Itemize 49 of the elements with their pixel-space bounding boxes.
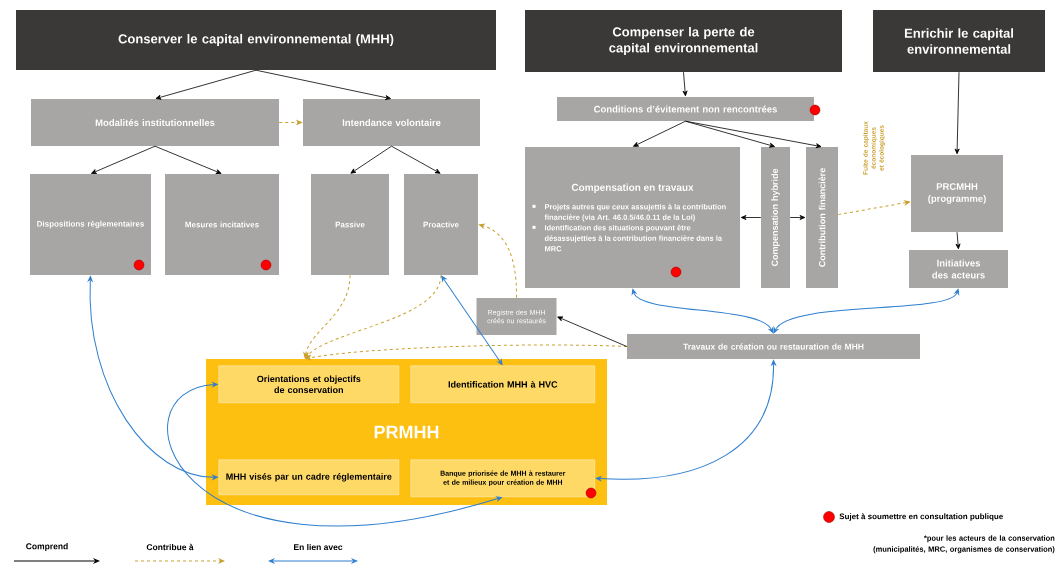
- process-box: Modalités institutionnelles: [31, 99, 279, 146]
- connector-arrow: [837, 200, 911, 216]
- connector-arrow: [682, 71, 688, 97]
- connector-arrow: [155, 69, 257, 100]
- legend-label: En lien avec: [294, 543, 343, 551]
- connector-arrow: [441, 275, 503, 366]
- connector-arrow: [168, 382, 503, 527]
- process-box: Proactive: [404, 174, 478, 275]
- process-box: Conditions d’évitement non rencontrées: [557, 97, 814, 121]
- connector-arrow: [740, 215, 762, 220]
- heading-box: Enrichir le capital environnemental: [873, 10, 1045, 72]
- process-box: Initiatives des acteurs: [909, 250, 1008, 288]
- connector-arrow: [278, 120, 303, 125]
- connector-arrow: [954, 71, 960, 155]
- program-item-box: Orientations et objectifs de conservation: [218, 365, 399, 403]
- connector-arrow: [305, 344, 628, 361]
- process-box: Mesures incitatives: [165, 174, 279, 275]
- process-box: Passive: [311, 174, 389, 275]
- connector-arrow: [595, 359, 776, 481]
- connector-arrow: [305, 274, 442, 359]
- process-box: Dispositions règlementaires: [30, 174, 151, 275]
- connector-arrow: [557, 316, 628, 347]
- heading-box: Compenser la perte de capital environnemental: [525, 10, 842, 72]
- legend-label: Contribue à: [146, 543, 194, 551]
- connector-arrow: [478, 223, 517, 299]
- process-box: Travaux de création ou restauration de MHH: [627, 334, 920, 359]
- connector-arrow: [685, 120, 775, 148]
- process-box: PRCMHH (programme): [911, 155, 1003, 232]
- process-box: Intendance volontaire: [303, 99, 480, 146]
- connector-arrow: [255, 69, 391, 101]
- heading-box: Conserver le capital environnemental (MHH): [16, 10, 496, 70]
- connector-arrow: [91, 145, 156, 174]
- connector-arrow: [154, 145, 222, 174]
- connector-arrow: [303, 274, 351, 359]
- program-item-box: Identification MHH à HVC: [410, 365, 595, 403]
- process-box: Contribution financière: [806, 147, 838, 288]
- connector-arrow: [789, 215, 806, 220]
- legend-label: Sujet à soumettre en consultation publique: [839, 513, 1003, 521]
- connector-arrow: [350, 145, 392, 174]
- connector-arrow: [633, 120, 686, 147]
- program-item-box: MHH visés par un cadre réglementaire: [218, 459, 399, 495]
- connector-arrow: [631, 288, 774, 334]
- connector-arrow: [955, 231, 961, 250]
- connector-arrow: [391, 145, 441, 174]
- process-box: Compensation hybride: [761, 147, 790, 288]
- connector-arrow: [685, 120, 822, 149]
- connector-arrow: [773, 288, 960, 334]
- connector-arrow: [87, 275, 218, 480]
- legend-label: Comprend: [26, 543, 68, 551]
